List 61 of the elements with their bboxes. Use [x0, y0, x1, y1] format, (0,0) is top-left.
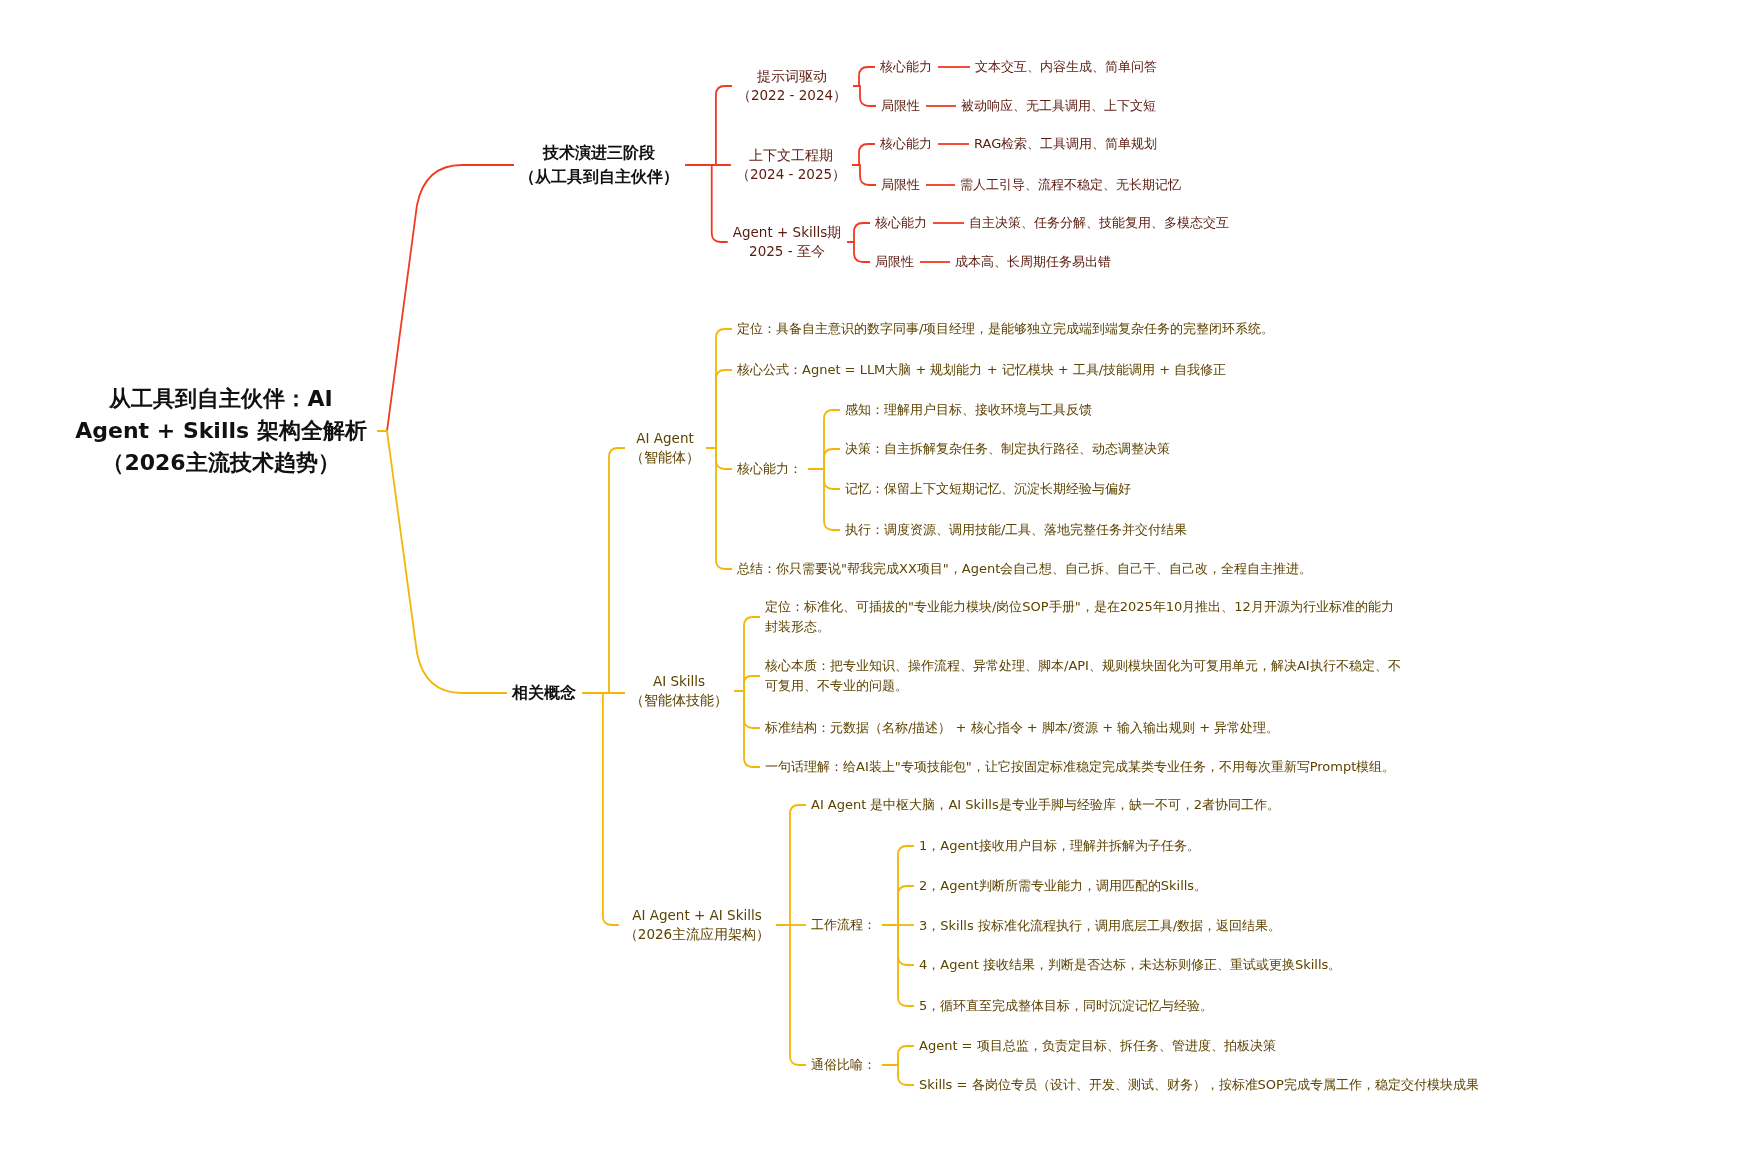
topic-text: 标准结构：元数据（名称/描述） + 核心指令 + 脚本/资源 + 输入输出规则 + 异常处理。 [765, 718, 1280, 738]
connector-line [851, 164, 877, 186]
topic-text: 核心能力： [737, 459, 802, 479]
connector-line [937, 66, 971, 68]
topic-text: 执行：调度资源、调用技能/工具、落地完整任务并交付结果 [845, 520, 1188, 540]
topic-text: 决策：自主拆解复杂任务、制定执行路径、动态调整决策 [845, 439, 1170, 459]
topic-subtitle: （2022 - 2024） [736, 86, 848, 105]
topic-text: 核心本质：把专业知识、操作流程、异常处理、脚本/API、规则模块固化为可复用单元，解决AI执行不稳定、不可复用、不专业的问题。 [765, 656, 1405, 696]
topic-subtitle: 2025 - 至今 [748, 242, 826, 261]
topic-text: 1，Agent接收用户目标，理解并拆解为子任务。 [919, 836, 1200, 856]
topic-subtitle: （2024 - 2025） [735, 165, 847, 184]
topic-text: 工作流程： [811, 915, 876, 935]
topic-text: 核心公式：Agnet = LLM大脑 + 规划能力 + 记忆模块 + 工具/技能调用 + 自我修正 [737, 360, 1227, 380]
topic-heading: AI Agent [635, 429, 695, 448]
topic-text: 通俗比喻： [811, 1055, 876, 1075]
topic-text: 相关概念 [512, 681, 576, 705]
topic-text: 记忆：保留上下文短期记忆、沉淀长期经验与偏好 [845, 479, 1131, 499]
topic-text: 文本交互、内容生成、简单问答 [975, 57, 1157, 77]
connector-line [376, 430, 508, 694]
topic-subtitle: （智能体） [630, 448, 700, 467]
connector-line [846, 241, 871, 263]
topic-heading: 上下文工程期 [748, 146, 834, 165]
topic-text: 需人工引导、流程不稳定、无长期记忆 [960, 175, 1181, 195]
topic-text: 核心能力 [875, 213, 927, 233]
topic-text: AI Agent 是中枢大脑，AI Skills是专业手脚与经验库，缺一不可，2者协同工作。 [811, 795, 1280, 815]
topic-text: Agent = 项目总监，负责定目标、拆任务、管进度、拍板决策 [919, 1036, 1276, 1056]
topic-heading: AI Agent + AI Skills [631, 906, 763, 925]
topic-heading: 提示词驱动 [756, 67, 828, 86]
topic-text: 局限性 [875, 252, 914, 272]
topic-text: 2，Agent判断所需专业能力，调用匹配的Skills。 [919, 876, 1208, 896]
topic-text: 感知：理解用户目标、接收环境与工具反馈 [845, 400, 1092, 420]
topic-text: 自主决策、任务分解、技能复用、多模态交互 [969, 213, 1229, 233]
topic-text: Skills = 各岗位专员（设计、开发、测试、财务），按标准SOP完成专属工作，稳定交付模块成果 [919, 1075, 1479, 1095]
topic-text: 5，循环直至完成整体目标，同时沉淀记忆与经验。 [919, 996, 1214, 1016]
topic-text: 局限性 [881, 175, 920, 195]
topic-text: 核心能力 [880, 57, 932, 77]
connector-line [852, 85, 877, 107]
connector-line [925, 105, 957, 107]
topic-text: 局限性 [881, 96, 920, 116]
topic-subtitle: （智能体技能） [630, 691, 728, 710]
topic-text: 成本高、长周期任务易出错 [955, 252, 1111, 272]
connector-line [881, 1064, 915, 1086]
topic-subtitle: （2026主流应用架构） [623, 925, 771, 944]
topic-text: 核心能力 [880, 134, 932, 154]
connector-line [919, 261, 951, 263]
connector-line [925, 184, 956, 186]
topic-text: 一句话理解：给AI装上"专项技能包"，让它按固定标准稳定完成某类专业任务，不用每次重新写Prompt模组。 [765, 757, 1396, 777]
connector-line [932, 222, 965, 224]
topic-text: RAG检索、工具调用、简单规划 [974, 134, 1158, 154]
topic-text: 总结：你只需要说"帮我完成XX项目"，Agent会自己想、自己拆、自己干、自己改，全程自主推进。 [737, 559, 1313, 579]
topic-text: 定位：标准化、可插拔的"专业能力模块/岗位SOP手册"，是在2025年10月推出、12月开源为行业标准的能力封装形态。 [765, 597, 1405, 637]
topic-heading: 技术演进三阶段 [541, 142, 656, 164]
topic-text: 被动响应、无工具调用、上下文短 [961, 96, 1156, 116]
central-topic: 从工具到自主伙伴：AI Agent + Skills 架构全解析（2026主流技术趋势） [71, 383, 371, 479]
topic-text: 3，Skills 按标准化流程执行，调用底层工具/数据，返回结果。 [919, 916, 1282, 936]
topic-subtitle: （从工具到自主伙伴） [519, 166, 679, 188]
topic-text: 4，Agent 接收结果，判断是否达标，未达标则修正、重试或更换Skills。 [919, 955, 1342, 975]
connector-line [937, 143, 970, 145]
topic-text: 定位：具备自主意识的数字同事/项目经理，是能够独立完成端到端复杂任务的完整闭环系统。 [737, 319, 1275, 339]
topic-heading: AI Skills [651, 672, 707, 691]
topic-heading: Agent + Skills期 [732, 223, 842, 242]
